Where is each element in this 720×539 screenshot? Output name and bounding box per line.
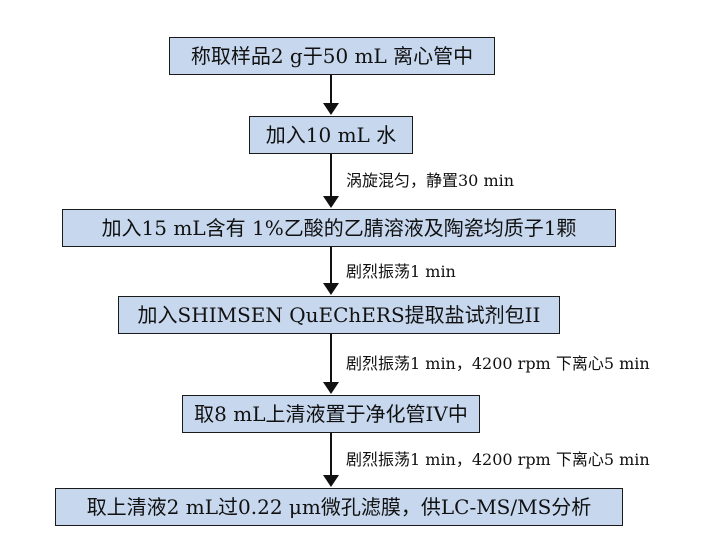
arrow-2 — [323, 154, 339, 208]
step-add-water: 加入10 mL 水 — [249, 116, 413, 154]
arrow-5 — [323, 433, 339, 487]
arrow-4 — [323, 334, 339, 394]
note-shake-centrifuge-2: 剧烈振荡1 min，4200 rpm 下离心5 min — [346, 450, 650, 469]
note-shake-centrifuge-1: 剧烈振荡1 min，4200 rpm 下离心5 min — [346, 354, 650, 373]
step-weigh-sample: 称取样品2 g于50 mL 离心管中 — [169, 37, 495, 75]
arrow-3 — [323, 247, 339, 295]
step-add-extraction-salt: 加入SHIMSEN QuEChERS提取盐试剂包II — [118, 296, 560, 334]
note-shake-1: 剧烈振荡1 min — [346, 262, 456, 281]
note-vortex-stand: 涡旋混匀，静置30 min — [346, 171, 515, 190]
step-filter-analyze: 取上清液2 mL过0.22 μm微孔滤膜，供LC-MS/MS分析 — [55, 488, 623, 526]
arrow-1 — [323, 75, 339, 115]
step-add-acetonitrile: 加入15 mL含有 1%乙酸的乙腈溶液及陶瓷均质子1颗 — [62, 209, 616, 247]
step-transfer-supernatant: 取8 mL上清液置于净化管IV中 — [182, 395, 480, 433]
